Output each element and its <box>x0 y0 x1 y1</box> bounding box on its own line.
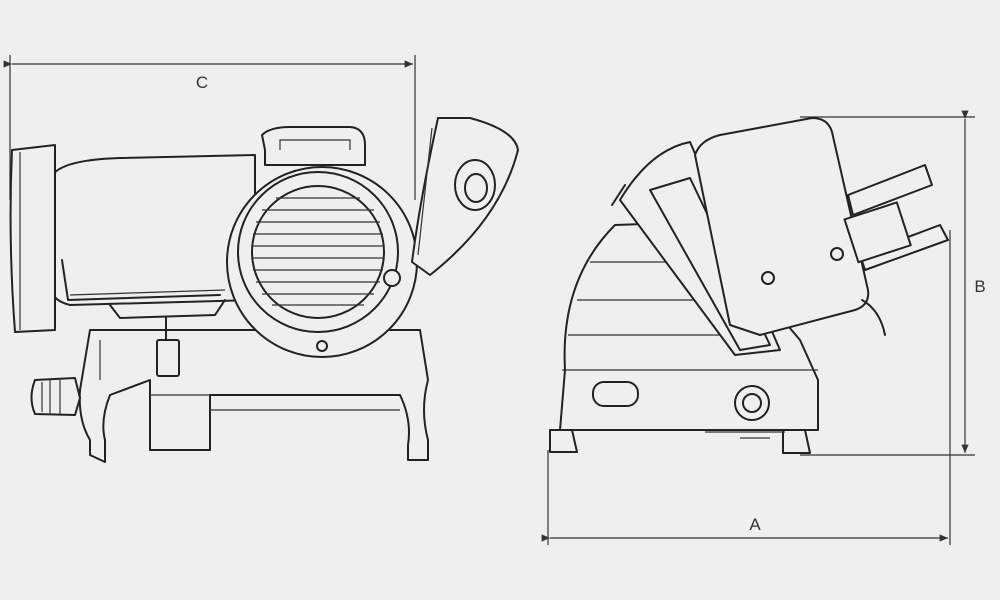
dimension-c-label: C <box>196 73 208 92</box>
dimension-b-label: B <box>974 277 985 296</box>
dimension-a-label: A <box>749 515 761 534</box>
slicer-side-view <box>549 117 949 454</box>
dimension-a: A <box>541 230 951 545</box>
dimension-b: B <box>800 110 986 456</box>
dimension-c: C <box>3 55 416 200</box>
slicer-front-view <box>9 117 519 463</box>
